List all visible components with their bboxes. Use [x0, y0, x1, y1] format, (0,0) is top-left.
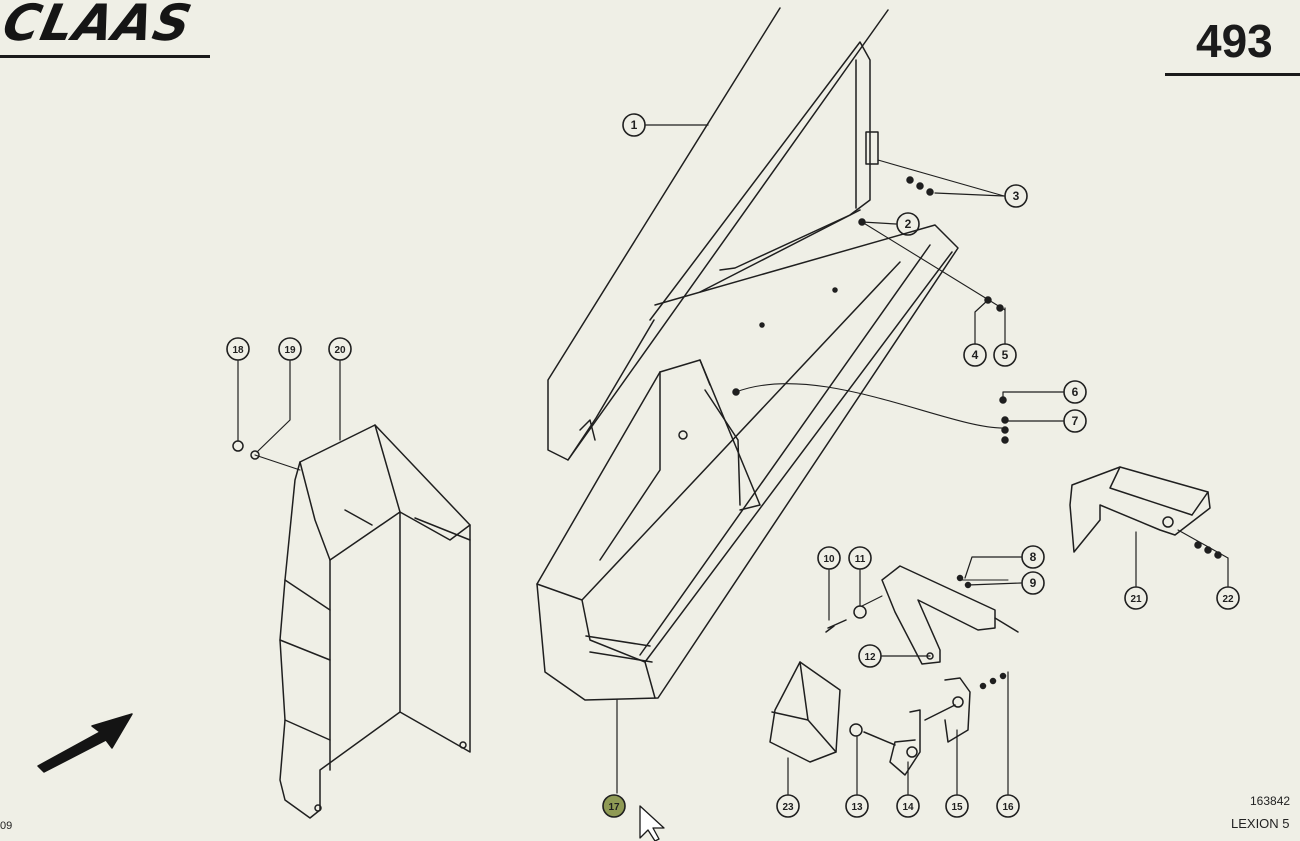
callout-number: 22 — [1222, 594, 1234, 605]
callout-number: 16 — [1002, 802, 1014, 813]
callout-number: 6 — [1072, 385, 1079, 399]
callout-number: 23 — [782, 802, 794, 813]
callout-14: 14 — [896, 794, 920, 818]
callout-number: 9 — [1030, 576, 1037, 590]
callout-number: 4 — [972, 348, 979, 362]
callout-22: 22 — [1216, 586, 1240, 610]
callout-3: 3 — [1004, 184, 1028, 208]
callout-16: 16 — [996, 794, 1020, 818]
callout-number: 3 — [1013, 189, 1020, 203]
part-14-15-lower-brackets — [849, 677, 971, 776]
callout-8: 8 — [1021, 545, 1045, 569]
callout-2: 2 — [896, 212, 920, 236]
callout-20: 20 — [328, 337, 352, 361]
callout-number: 14 — [902, 802, 914, 813]
callout-number: 21 — [1130, 594, 1142, 605]
page-number: 493 — [1196, 15, 1273, 67]
callout-number: 15 — [951, 802, 963, 813]
fasteners — [732, 176, 1222, 690]
callout-6: 6 — [1063, 380, 1087, 404]
drawing-code: 163842 — [1250, 794, 1291, 808]
callout-15: 15 — [945, 794, 969, 818]
direction-arrow-icon — [37, 713, 133, 773]
page-number-underline — [1165, 73, 1300, 76]
callout-number: 8 — [1030, 550, 1037, 564]
part-12-arm-bracket — [881, 565, 1019, 665]
callout-12: 12 — [858, 644, 882, 668]
part-19-washer — [250, 450, 260, 460]
callout-number: 10 — [823, 554, 835, 565]
machine-model: LEXION 5 — [1231, 816, 1290, 831]
mouse-cursor-icon — [639, 805, 665, 841]
part-11-washer — [853, 605, 867, 619]
callout-1: 1 — [622, 113, 646, 137]
callout-number: 13 — [851, 802, 863, 813]
callout-5: 5 — [993, 343, 1017, 367]
assembly-lines — [254, 159, 1229, 607]
callout-number: 19 — [284, 345, 296, 356]
left-margin-code: 09 — [0, 820, 13, 832]
part-20-side-panel — [279, 424, 471, 819]
callout-number: 12 — [864, 652, 876, 663]
callout-9: 9 — [1021, 571, 1045, 595]
callout-number: 11 — [855, 554, 866, 565]
part-1-upper-panel — [547, 7, 889, 461]
part-18-nut — [232, 440, 244, 452]
callout-number: 7 — [1072, 414, 1079, 428]
callout-13: 13 — [845, 794, 869, 818]
callout-10: 10 — [817, 546, 841, 570]
callout-4: 4 — [963, 343, 987, 367]
part-23-cover-block — [769, 661, 841, 763]
callout-18: 18 — [226, 337, 250, 361]
callout-number: 20 — [334, 345, 346, 356]
callout-number: 2 — [905, 217, 912, 231]
leader-lines — [237, 124, 1229, 795]
callout-number: 1 — [631, 118, 638, 132]
logo-underline — [0, 55, 210, 58]
part-17-main-channel — [536, 224, 959, 701]
callout-17: 17 — [602, 794, 626, 818]
callout-number: 18 — [232, 345, 244, 356]
callout-21: 21 — [1124, 586, 1148, 610]
callout-number: 5 — [1002, 348, 1009, 362]
callout-number: 17 — [608, 802, 620, 813]
part-10-bolt — [825, 619, 847, 633]
part-21-bracket — [1069, 466, 1211, 553]
callout-11: 11 — [848, 546, 872, 570]
callout-23: 23 — [776, 794, 800, 818]
callout-7: 7 — [1063, 409, 1087, 433]
callout-19: 19 — [278, 337, 302, 361]
